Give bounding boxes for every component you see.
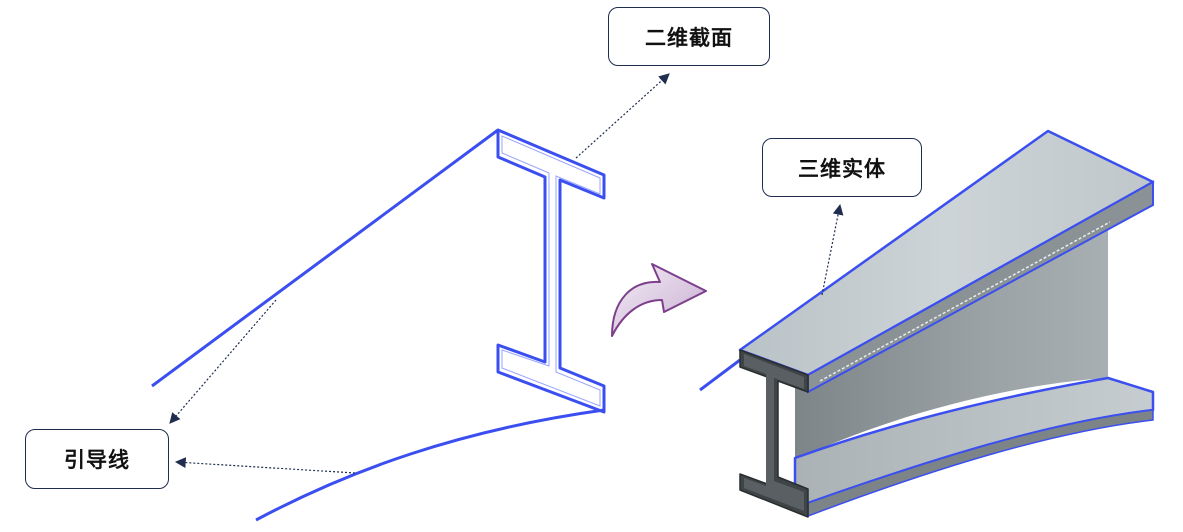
label-guide-line: 引导线: [25, 429, 169, 489]
beam-bottom-flange-edge: [807, 409, 1154, 518]
sweep-arrow-icon: [611, 263, 707, 337]
wireframe-group: [151, 128, 606, 522]
solid-guide-extension: [699, 358, 741, 392]
leader-guide-top: [169, 299, 277, 424]
top-guide-line: [151, 128, 499, 388]
leader-section: [575, 73, 670, 159]
i-section-inner: [501, 135, 601, 407]
label-2d-section: 二维截面: [608, 7, 770, 66]
leader-lines: [169, 73, 844, 474]
bottom-guide-curve: [255, 408, 605, 522]
beam-end-cap-face: [744, 354, 804, 511]
leader-guide-bottom: [174, 457, 356, 474]
beam-web-face: [795, 222, 1108, 460]
beam-top-highlight: [819, 221, 1111, 382]
solid-beam-group: [699, 129, 1155, 518]
label-3d-solid: 三维实体: [762, 138, 922, 197]
i-section-profile: [496, 128, 606, 414]
leader-solid: [821, 203, 844, 296]
